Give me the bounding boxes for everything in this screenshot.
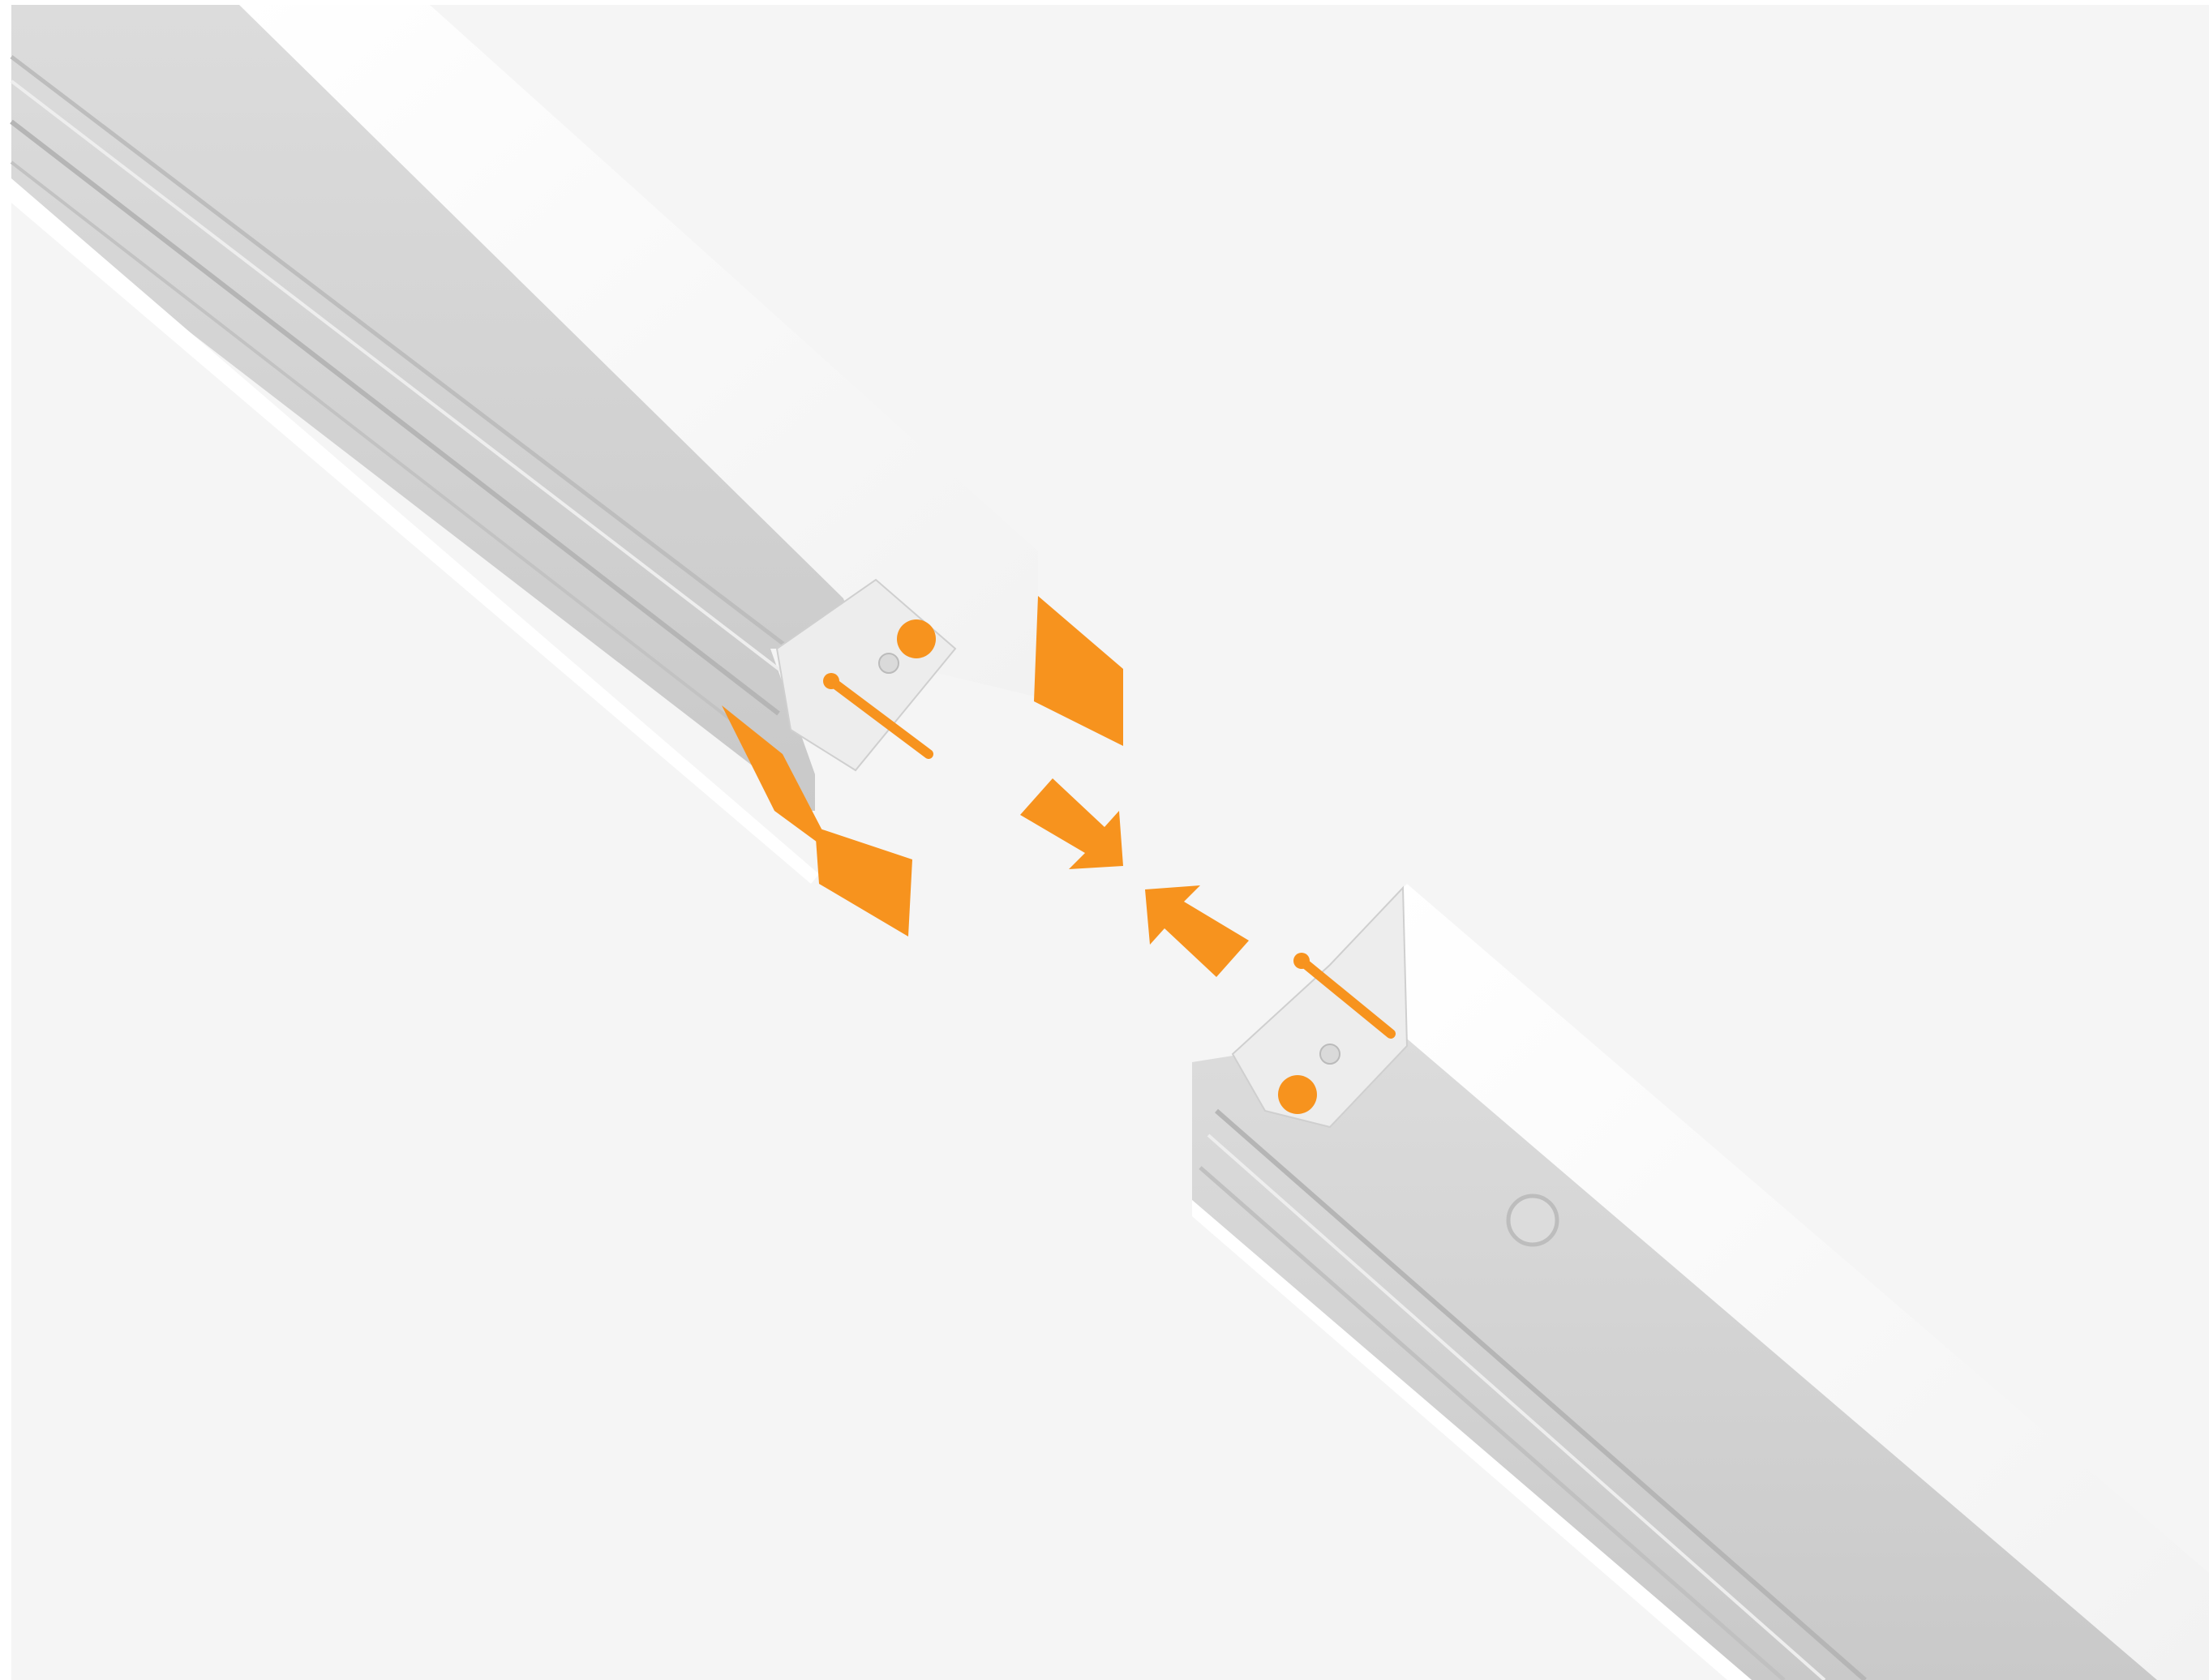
- right-end-plate-screw-orange: [1278, 1075, 1317, 1114]
- right-connector-pin-head: [1293, 953, 1310, 969]
- frame-edge-top: [0, 0, 2209, 5]
- right-rail-access-hole: [1508, 1196, 1557, 1245]
- left-end-plate-screw-orange: [897, 619, 936, 658]
- left-connector-pin-head: [823, 673, 839, 689]
- right-end-plate-screw-small: [1320, 1044, 1340, 1064]
- frame-edge: [0, 0, 11, 1680]
- left-end-plate-screw-small: [879, 654, 899, 673]
